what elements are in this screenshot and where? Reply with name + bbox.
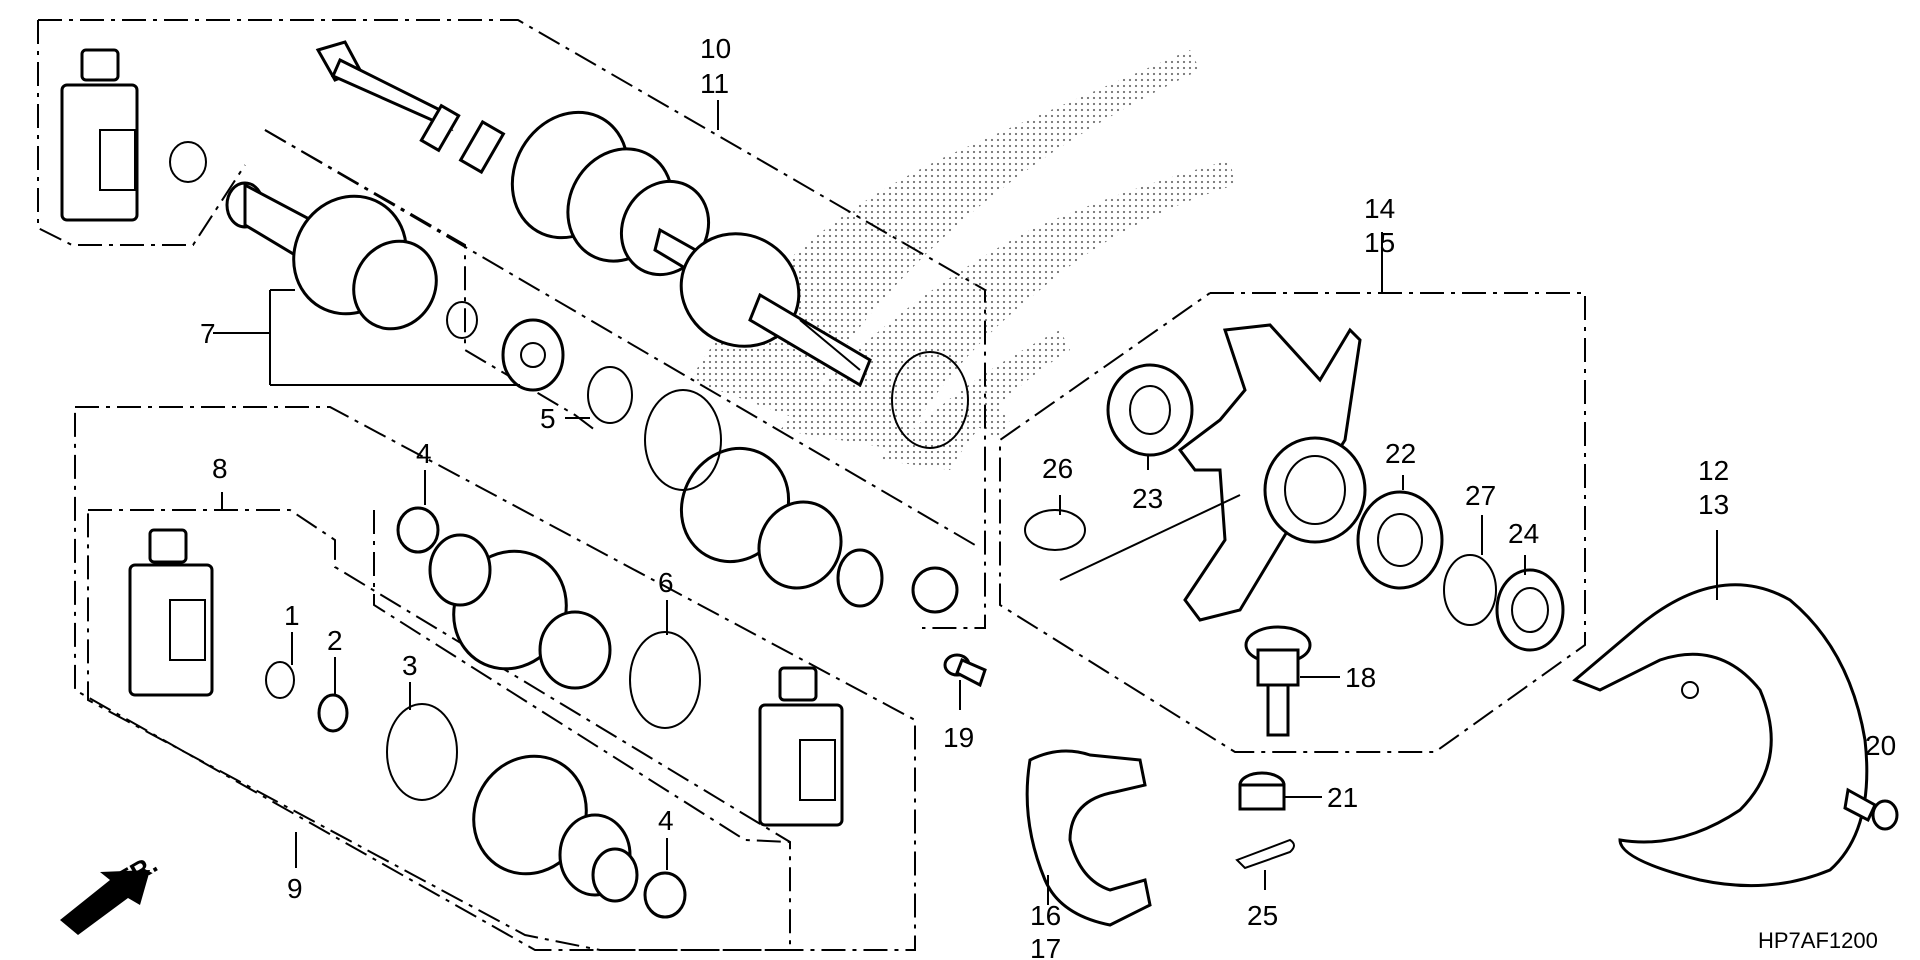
boot-band-3: [386, 703, 458, 801]
group-outline-14-15: [999, 292, 1586, 753]
front-direction-arrow: FR.: [60, 848, 162, 935]
label-20: 20: [1865, 730, 1896, 761]
label-15: 15: [1364, 227, 1395, 258]
label-12: 12: [1698, 455, 1729, 486]
group-outline-9: [74, 406, 916, 951]
circlip-27: [1443, 554, 1497, 626]
castle-nut-21: [1238, 771, 1286, 811]
label-3: 3: [402, 650, 418, 681]
bolt-19: [943, 653, 987, 688]
label-27: 27: [1465, 480, 1496, 511]
boot-outer: [679, 446, 884, 608]
label-7: 7: [200, 318, 216, 349]
oil-seal-24: [1495, 568, 1565, 652]
knuckle: [1177, 323, 1367, 622]
circlip-1: [265, 661, 295, 699]
circlip-top: [169, 141, 207, 183]
part-labels: 10 11 7 5 14 15 26 23 22 27 24 18 12 13 …: [200, 33, 1896, 960]
label-13: 13: [1698, 489, 1729, 520]
group-outline-8: [87, 509, 791, 951]
group-outline-inner: [264, 129, 976, 546]
bolt-20: [1843, 787, 1899, 831]
label-19: 19: [943, 722, 974, 753]
label-22: 22: [1385, 438, 1416, 469]
label-1: 1: [284, 600, 300, 631]
label-9: 9: [287, 873, 303, 904]
cotter-pin-25: [1235, 838, 1295, 870]
label-25: 25: [1247, 900, 1278, 931]
label-4-lower: 4: [658, 805, 674, 836]
label-21: 21: [1327, 782, 1358, 813]
grease-bottle-2: [128, 528, 214, 697]
label-26: 26: [1042, 453, 1073, 484]
label-17: 17: [1030, 933, 1061, 960]
label-18: 18: [1345, 662, 1376, 693]
disc-cover-12-13: [1572, 583, 1869, 888]
boot-band-mid: [644, 389, 722, 491]
label-5: 5: [540, 403, 556, 434]
axle-assembly: [315, 40, 872, 388]
boot-upper: [428, 533, 612, 690]
boot-clamp-right: [911, 566, 959, 614]
boot-clamp-4-upper: [396, 506, 440, 554]
boot-clamp-4-lower: [643, 871, 687, 919]
label-10: 10: [700, 33, 731, 64]
label-4-upper: 4: [416, 438, 432, 469]
disc-cover-hole: [1681, 681, 1699, 699]
label-2: 2: [327, 625, 343, 656]
label-11: 11: [700, 68, 729, 99]
diagram-code: HP7AF1200: [1758, 928, 1878, 953]
label-16: 16: [1030, 900, 1061, 931]
group-outline-7: [264, 129, 596, 431]
bearing-22: [1356, 490, 1444, 590]
label-14: 14: [1364, 193, 1395, 224]
leader-lines: [213, 100, 1718, 905]
oil-seal-23: [1106, 363, 1194, 457]
group-outline-6-4: [373, 510, 791, 843]
label-23: 23: [1132, 483, 1163, 514]
label-24: 24: [1508, 518, 1539, 549]
boot-band-top-right: [891, 351, 969, 449]
circlip-5: [587, 366, 633, 424]
label-8: 8: [212, 453, 228, 484]
brake-guard-16-17: [1025, 749, 1152, 927]
grease-bottle-3: [758, 666, 844, 827]
ball-joint-18: [1244, 625, 1312, 737]
circlip-26: [1024, 509, 1086, 551]
group-outline-10-11: [37, 19, 986, 629]
circlip-2: [317, 693, 349, 733]
boot-lower: [472, 754, 639, 903]
grease-bottle-1: [60, 48, 139, 222]
boot-band-6: [629, 631, 701, 729]
inner-joint-7: [225, 181, 565, 392]
label-6: 6: [658, 567, 674, 598]
